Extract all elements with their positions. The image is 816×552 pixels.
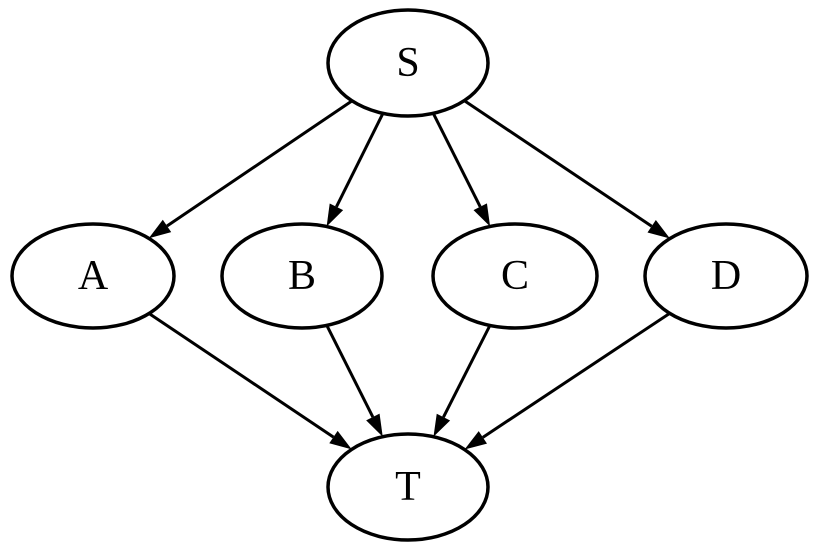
edge-C-T: [433, 324, 492, 437]
edge-S-C: [431, 112, 491, 227]
node-T-ellipse: [326, 432, 490, 542]
edge-C-T-line: [442, 324, 492, 418]
edge-B-T-arrowhead-icon: [366, 413, 383, 437]
node-T: T: [326, 432, 490, 542]
edge-S-A-line: [166, 99, 353, 228]
node-C-ellipse: [431, 222, 599, 330]
edge-A-T-line: [148, 312, 335, 439]
edge-D-T-line: [482, 312, 671, 439]
node-A: A: [10, 222, 176, 330]
node-C: C: [431, 222, 599, 330]
node-S-ellipse: [326, 8, 490, 118]
node-A-label: A: [78, 253, 109, 299]
edge-S-B-arrowhead-icon: [326, 203, 344, 227]
edge-D-T: [464, 312, 671, 450]
edge-A-T-arrowhead-icon: [329, 430, 352, 450]
edge-C-T-arrowhead-icon: [433, 413, 451, 437]
node-B-label: B: [288, 253, 316, 299]
edge-S-A-arrowhead-icon: [148, 219, 172, 239]
edge-A-T: [148, 312, 352, 450]
edge-B-T: [325, 324, 383, 437]
edge-S-B: [326, 112, 385, 227]
node-D-ellipse: [643, 222, 809, 330]
edge-S-D: [463, 99, 670, 239]
node-S: S: [326, 8, 490, 118]
node-C-label: C: [501, 253, 529, 299]
node-B-ellipse: [220, 222, 384, 330]
node-A-ellipse: [10, 222, 176, 330]
edge-S-D-arrowhead-icon: [647, 219, 670, 239]
node-T-label: T: [395, 464, 421, 510]
node-D: D: [643, 222, 809, 330]
edge-S-C-arrowhead-icon: [473, 203, 491, 227]
edge-S-B-line: [335, 112, 385, 208]
edge-S-D-line: [463, 99, 653, 228]
edge-D-T-arrowhead-icon: [464, 431, 488, 450]
node-S-label: S: [396, 40, 419, 86]
node-D-label: D: [711, 253, 741, 299]
edge-S-C-line: [431, 112, 482, 208]
node-B: B: [220, 222, 384, 330]
edge-S-A: [148, 99, 353, 239]
edge-B-T-line: [325, 324, 375, 418]
